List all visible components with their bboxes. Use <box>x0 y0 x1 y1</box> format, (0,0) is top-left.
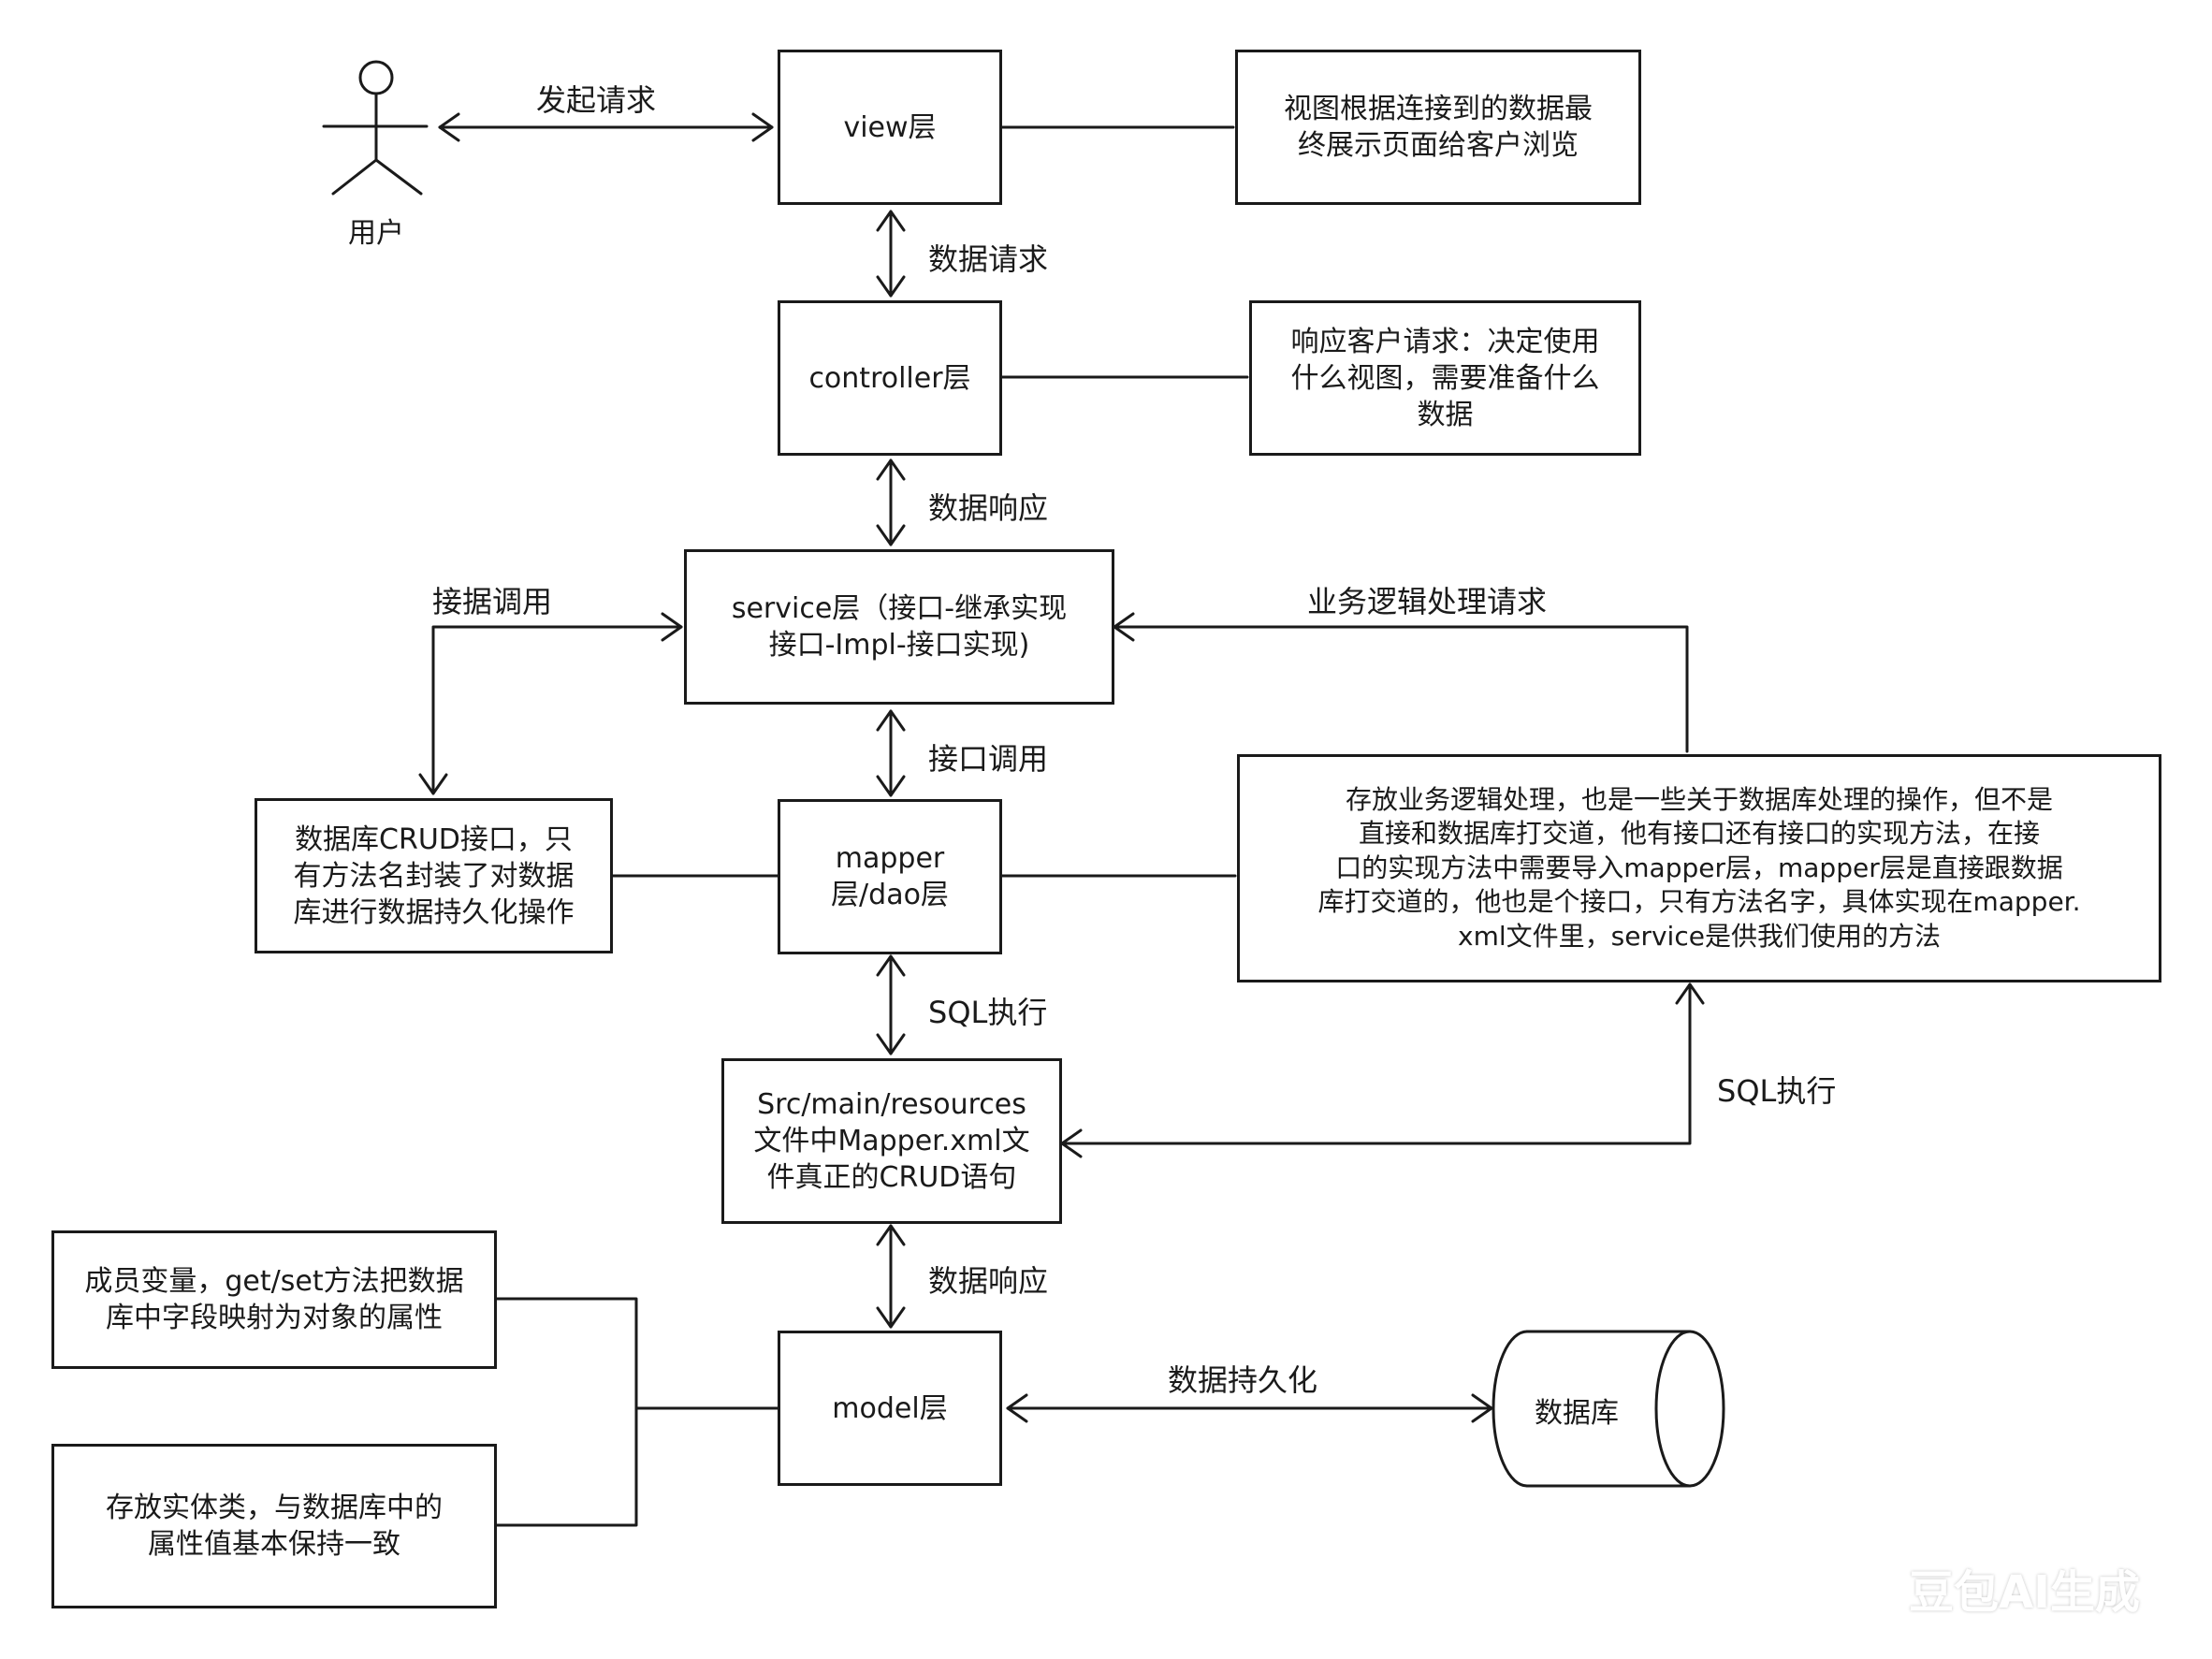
edge-resources-model <box>876 1224 906 1329</box>
view-layer-box: view层 <box>778 50 1002 205</box>
edge-label-view-controller: 数据请求 <box>928 241 1049 277</box>
controller-note-box: 响应客户请求：决定使用 什么视图，需要准备什么 数据 <box>1249 300 1641 456</box>
edge-label-mapper-resources: SQL执行 <box>928 995 1048 1030</box>
model-layer-box: model层 <box>778 1331 1002 1486</box>
edge-service-crud <box>418 612 683 795</box>
crud-interface-note-text: 数据库CRUD接口，只 有方法名封装了对数据 库进行数据持久化操作 <box>293 822 575 929</box>
service-note-box: 存放业务逻辑处理，也是一些关于数据库处理的操作，但不是 直接和数据库打交道，他有… <box>1237 754 2161 982</box>
database-label: 数据库 <box>1535 1397 1619 1430</box>
view-layer-label: view层 <box>843 110 937 144</box>
edge-label-note-service: 业务逻辑处理请求 <box>1307 584 1548 619</box>
mapper-layer-label: mapper 层/dao层 <box>831 842 949 911</box>
edge-model-db <box>1006 1393 1493 1423</box>
model-fields-note-box: 成员变量，get/set方法把数据 库中字段映射为对象的属性 <box>51 1230 497 1369</box>
watermark: 豆包AI生成 <box>1909 1566 2141 1619</box>
edge-note-service <box>1113 612 1689 753</box>
model-layer-label: model层 <box>832 1391 948 1425</box>
edge-user-view <box>438 112 774 142</box>
resources-label: Src/main/resources 文件中Mapper.xml文 件真正的CR… <box>753 1088 1030 1194</box>
controller-note-text: 响应客户请求：决定使用 什么视图，需要准备什么 数据 <box>1290 325 1600 431</box>
controller-layer-label: controller层 <box>808 361 971 395</box>
model-fields-note-text: 成员变量，get/set方法把数据 库中字段映射为对象的属性 <box>84 1265 464 1334</box>
model-entity-note-box: 存放实体类，与数据库中的 属性值基本保持一致 <box>51 1444 497 1608</box>
edge-label-user-view: 发起请求 <box>536 82 657 118</box>
database-icon <box>1492 1330 1725 1488</box>
view-note-text: 视图根据连接到的数据最 终展示页面给客户浏览 <box>1284 93 1593 162</box>
user-label: 用户 <box>348 217 404 250</box>
mapper-layer-box: mapper 层/dao层 <box>778 799 1002 954</box>
user-icon <box>322 60 429 196</box>
controller-layer-box: controller层 <box>778 300 1002 456</box>
resources-box: Src/main/resources 文件中Mapper.xml文 件真正的CR… <box>721 1058 1062 1224</box>
service-note-text: 存放业务逻辑处理，也是一些关于数据库处理的操作，但不是 直接和数据库打交道，他有… <box>1317 784 2081 952</box>
edge-label-controller-service: 数据响应 <box>928 490 1049 526</box>
edge-label-service-mapper: 接口调用 <box>928 741 1049 777</box>
edge-label-model-db: 数据持久化 <box>1168 1362 1318 1398</box>
edge-label-resources-model: 数据响应 <box>928 1263 1049 1299</box>
view-note-box: 视图根据连接到的数据最 终展示页面给客户浏览 <box>1235 50 1641 205</box>
service-layer-box: service层（接口-继承实现 接口-Impl-接口实现) <box>684 549 1114 705</box>
service-layer-label: service层（接口-继承实现 接口-Impl-接口实现) <box>731 592 1068 662</box>
model-entity-note-text: 存放实体类，与数据库中的 属性值基本保持一致 <box>106 1492 443 1561</box>
edge-view-controller <box>876 210 906 298</box>
edge-label-service-crud: 接据调用 <box>432 584 553 619</box>
edge-resources-note <box>1060 982 1705 1158</box>
crud-interface-note-box: 数据库CRUD接口，只 有方法名封装了对数据 库进行数据持久化操作 <box>255 798 613 953</box>
edge-service-mapper <box>876 709 906 797</box>
edge-label-resources-note: SQL执行 <box>1717 1073 1837 1109</box>
edge-mapper-resources <box>876 954 906 1055</box>
edge-model-notes <box>495 1297 779 1527</box>
edge-controller-service <box>876 458 906 546</box>
